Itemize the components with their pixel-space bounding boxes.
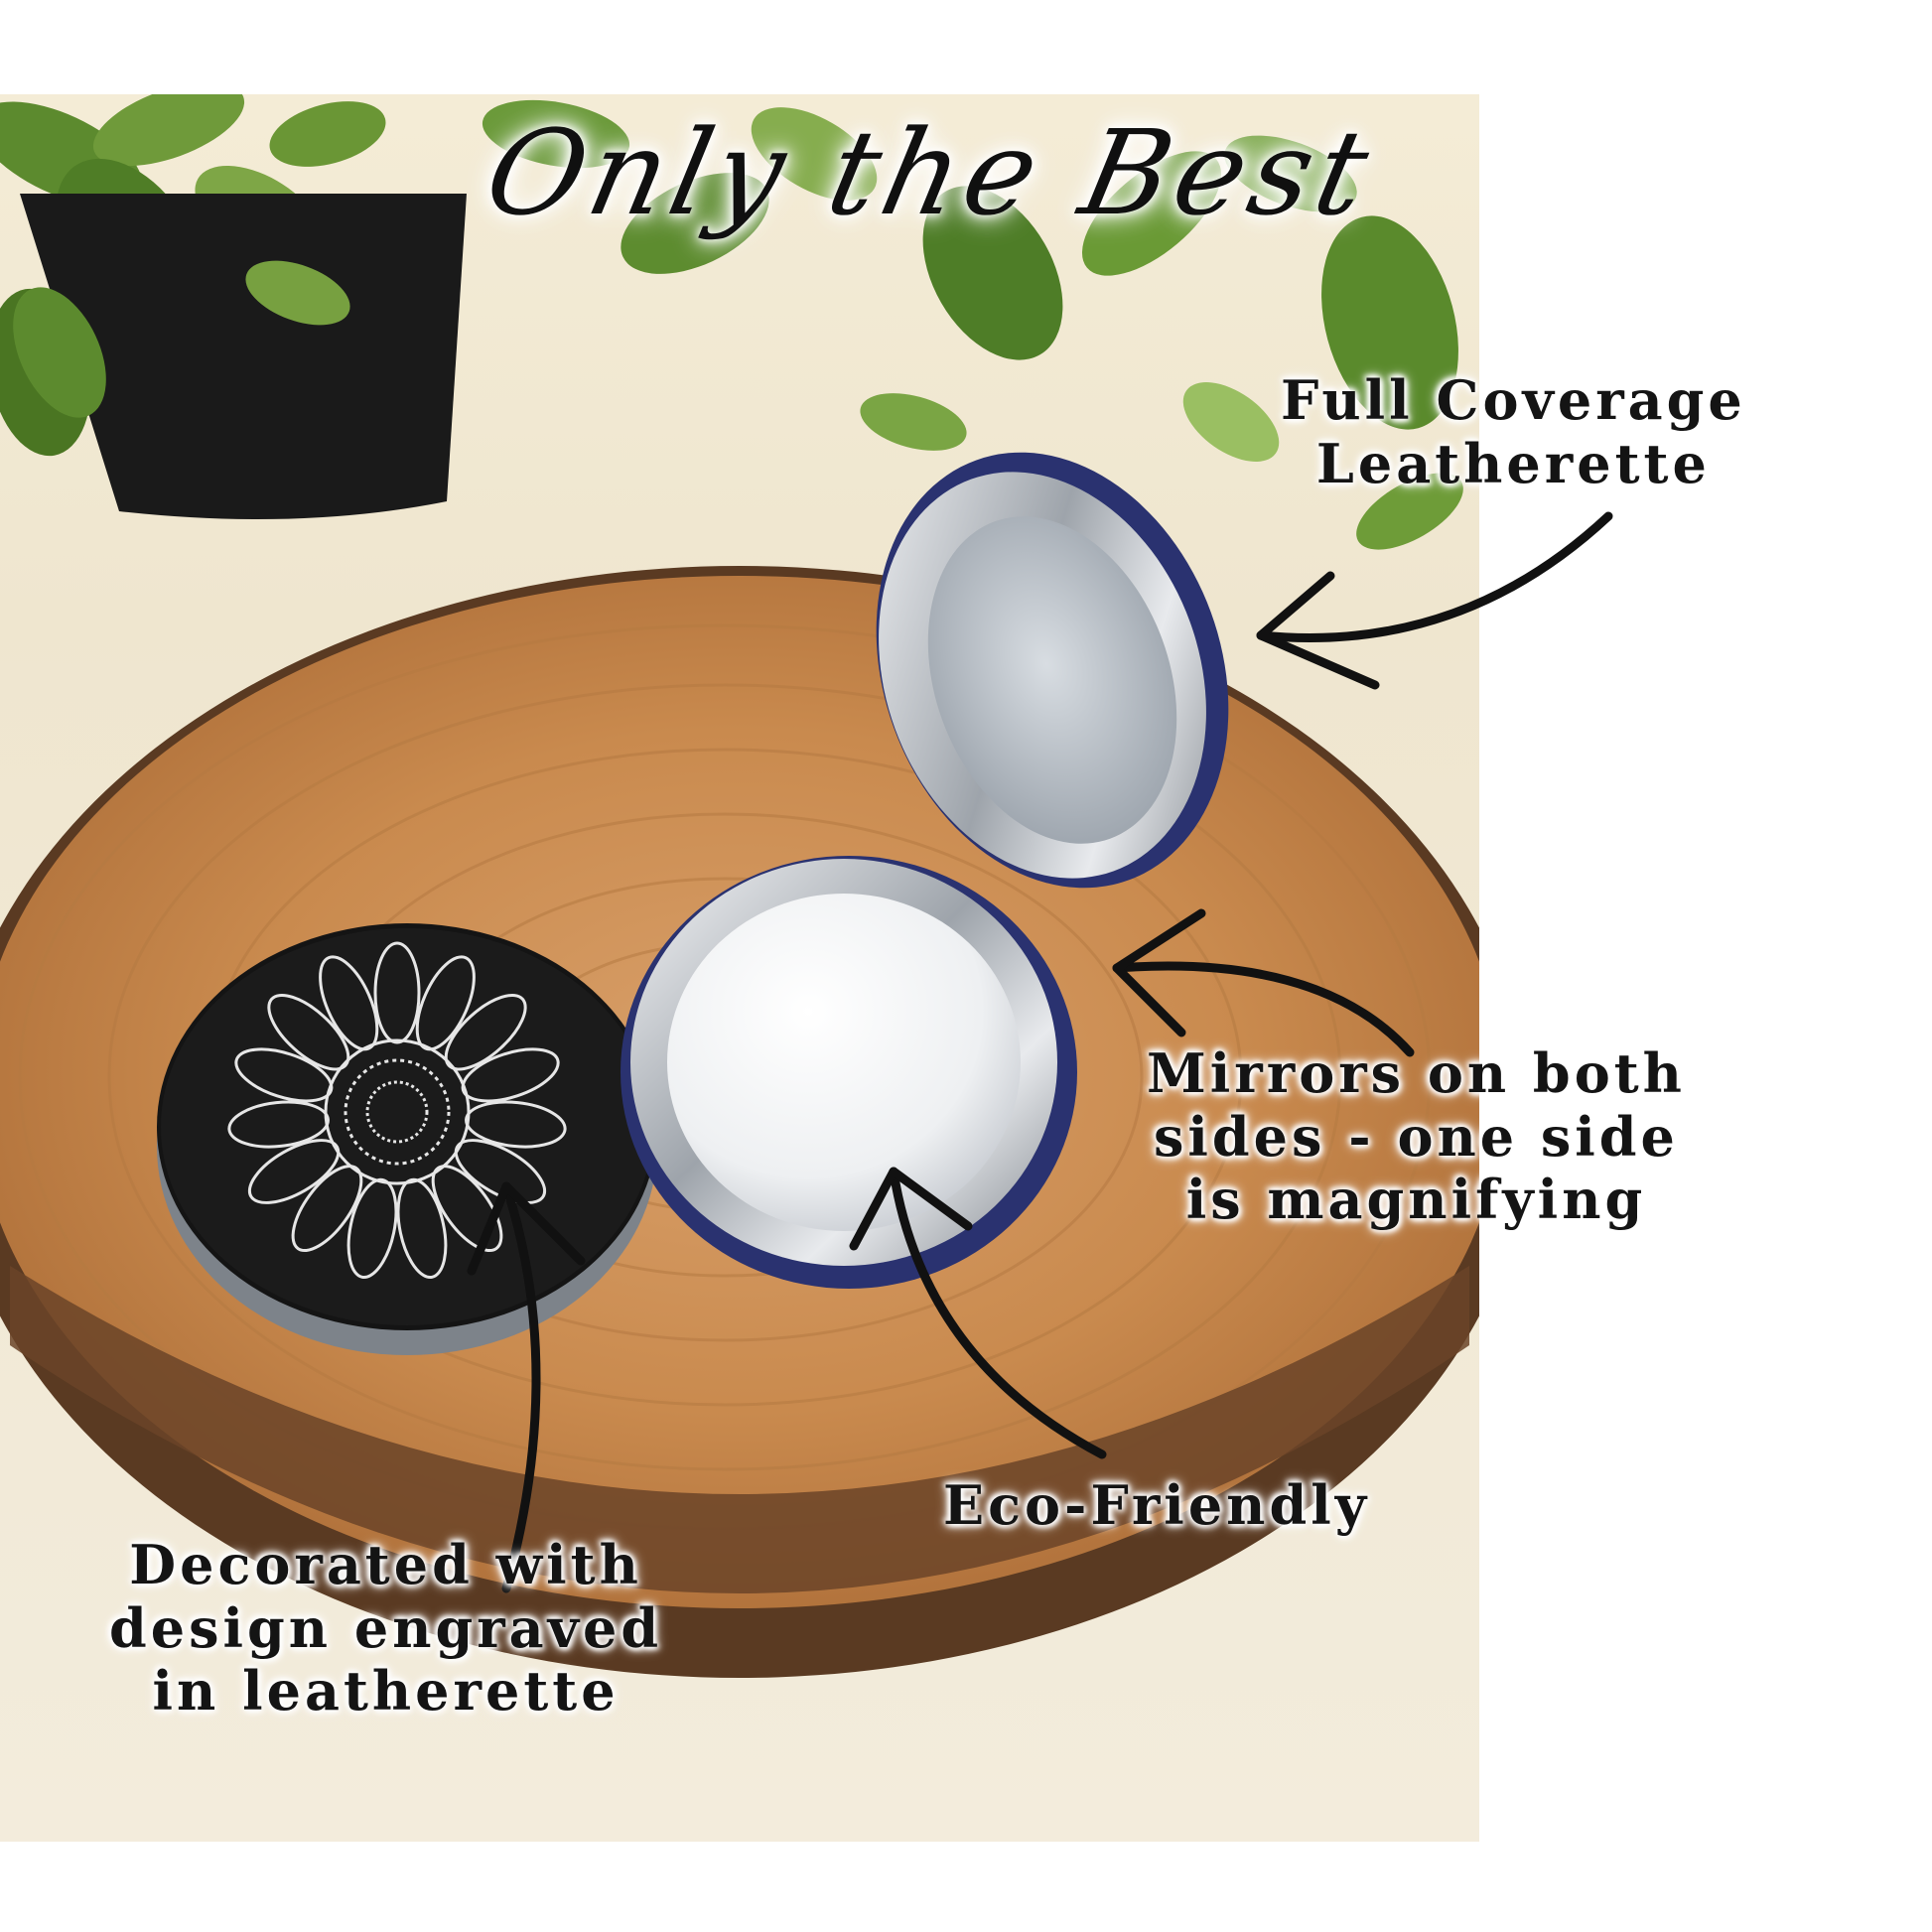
photo-scene — [0, 94, 1479, 1678]
sunflower-icon — [227, 941, 567, 1279]
callout-line: in leatherette — [152, 1659, 620, 1724]
callout-line: Decorated with — [129, 1533, 642, 1596]
callout-line: Leatherette — [1315, 431, 1711, 495]
callout-line: design engraved — [109, 1595, 663, 1660]
open-compact-lid — [876, 452, 1229, 889]
plant-pot — [20, 194, 467, 519]
callout-line: Eco-Friendly — [943, 1473, 1371, 1537]
title-script: Only the Best — [475, 104, 1386, 241]
callout-full-coverage: Full Coverage Leatherette — [1281, 368, 1746, 495]
callout-line: Full Coverage — [1281, 368, 1746, 432]
callout-line: is magnifying — [1185, 1168, 1647, 1232]
callout-eco-friendly: Eco-Friendly — [943, 1473, 1371, 1538]
open-compact-base — [621, 856, 1077, 1289]
callout-line: Mirrors on both — [1147, 1041, 1686, 1105]
callout-mirrors: Mirrors on both sides - one side is magn… — [1147, 1041, 1686, 1232]
product-photo — [0, 94, 1479, 1842]
black-compact — [157, 923, 657, 1355]
callout-line: sides - one side — [1154, 1104, 1679, 1169]
callout-decorated: Decorated with design engraved in leathe… — [109, 1533, 663, 1724]
